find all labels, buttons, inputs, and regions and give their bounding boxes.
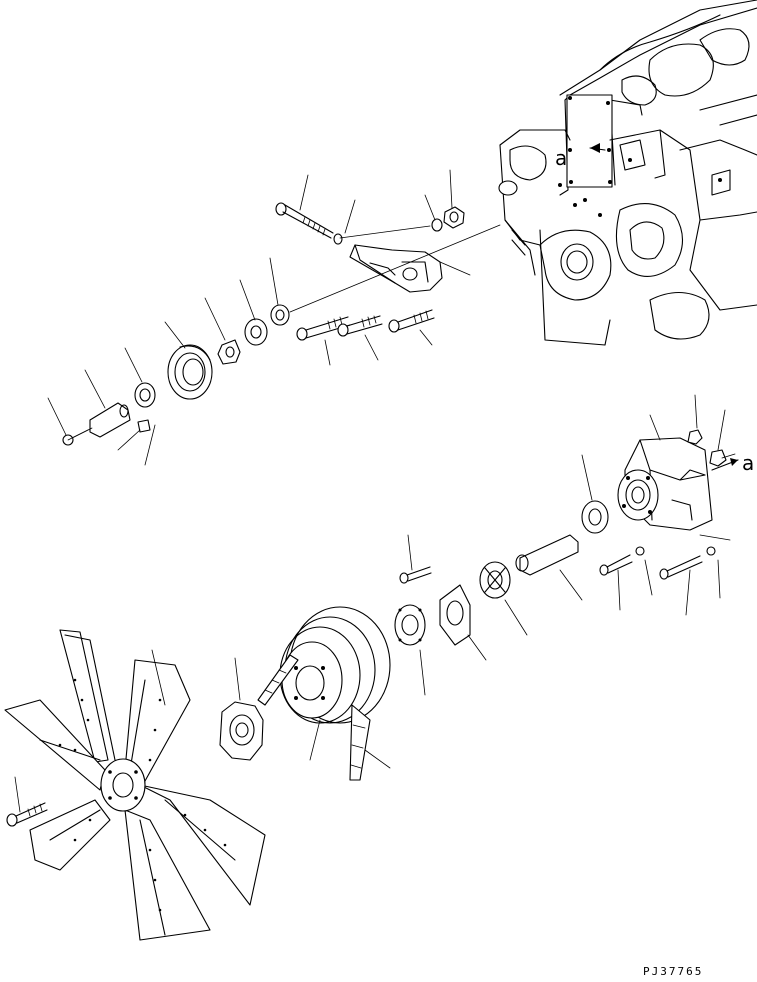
pump-body (617, 437, 713, 531)
drive-pulley-group (219, 606, 391, 781)
stud (498, 180, 518, 196)
cooling-fan (4, 629, 266, 941)
pump-bolt-1 (599, 554, 633, 576)
pump-bolt-2 (659, 555, 703, 580)
pump-flange (394, 604, 426, 646)
bolt-b (337, 315, 383, 337)
drive-pulley (279, 606, 391, 724)
pump-washer-1 (635, 546, 645, 556)
bearing-1 (244, 318, 268, 346)
idler-bracket-group (62, 202, 501, 446)
fan-spacer (219, 701, 264, 761)
fan-blade-6 (29, 799, 111, 871)
fan-blade-1 (59, 629, 109, 763)
ref-marker-a-top: a (555, 146, 567, 170)
pump-bearing (581, 500, 609, 534)
impeller (479, 561, 511, 599)
idler-pulley (167, 344, 213, 400)
thrust-washer (270, 304, 290, 326)
gasket (439, 584, 471, 646)
fan-blade-4 (139, 784, 266, 906)
pump-bolt-3 (399, 566, 432, 584)
idler-shaft (62, 402, 131, 446)
long-bolt (275, 202, 334, 239)
fan-hub (100, 758, 146, 812)
v-belt (257, 654, 371, 781)
drawing-code: PJ37765 (643, 965, 703, 978)
ref-marker-a-pump: a (742, 451, 754, 475)
engine-block: a (498, 0, 757, 346)
bolt-c (388, 309, 435, 333)
washer (333, 233, 343, 245)
bearing-2 (134, 382, 156, 408)
fan-blade-5 (124, 809, 211, 941)
washer-2 (431, 218, 443, 232)
bore (560, 243, 594, 281)
leader-lines (14, 169, 731, 813)
nut (443, 206, 465, 229)
fan-bolt (6, 802, 48, 827)
pump-shaft (515, 534, 579, 576)
spacer (217, 339, 241, 365)
bolt-a (296, 316, 351, 341)
fan-blade-3 (124, 659, 191, 791)
pump-stud-2 (709, 449, 736, 467)
pump-stud-1 (687, 429, 703, 445)
key (137, 419, 151, 433)
water-pump-group: a (394, 429, 754, 646)
pump-washer-2 (706, 546, 716, 556)
cover-plate (566, 94, 613, 188)
